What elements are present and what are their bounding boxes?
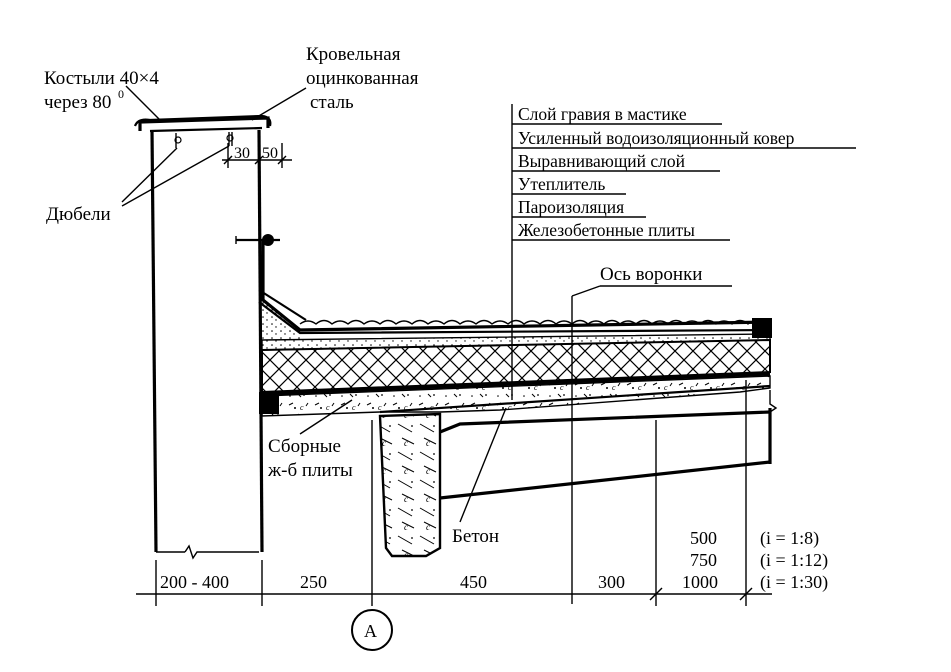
precast-line2: ж-б плиты [267, 460, 353, 481]
funnel-axis-label: Ось воронки [571, 264, 732, 604]
dim-200-400: 200 - 400 [160, 572, 229, 592]
dimension-line: 200 - 400 250 450 300 500 750 1000 (i = … [136, 380, 828, 606]
parapet-wall [150, 129, 264, 560]
roof-steel-line1: Кровельная [306, 44, 401, 65]
dowels-text: Дюбели [46, 204, 111, 225]
dim-50: 50 [262, 145, 278, 162]
crutches-degree: 0 [118, 87, 124, 101]
slope-1-12: (i = 1:12) [760, 550, 828, 571]
crutches-label: Костыли 40×4 через 80 0 [44, 68, 161, 121]
roof-steel-label: Кровельная оцинкованная сталь [251, 44, 419, 121]
gravel-layer [299, 318, 772, 338]
dim-450: 450 [460, 572, 487, 592]
roof-layers [259, 300, 778, 462]
dim-300: 300 [598, 572, 625, 592]
roof-steel-line3: сталь [310, 92, 354, 113]
slope-1-8: (i = 1:8) [760, 528, 819, 549]
precast-label: Сборные ж-б плиты [267, 399, 353, 481]
concrete-label: Бетон [452, 407, 507, 547]
layer-legend: Слой гравия в мастике Усиленный водоизол… [511, 104, 856, 400]
layer-leveling-label: Выравнивающий слой [518, 151, 685, 171]
dim-250: 250 [300, 572, 327, 592]
crutches-label-line1: Костыли 40×4 [44, 68, 159, 89]
axis-marker: А [351, 609, 393, 651]
layer-vapor-barrier-label: Пароизоляция [518, 197, 624, 217]
dim-500: 500 [690, 528, 717, 548]
roof-steel-cap [133, 114, 272, 148]
funnel-axis-text: Ось воронки [600, 264, 702, 285]
crutches-label-line2: через 80 [44, 92, 111, 113]
axis-marker-letter: А [364, 621, 377, 641]
small-dimensions: 30 50 [222, 143, 292, 168]
precast-beam [378, 408, 772, 558]
layer-insulation-label: Утеплитель [518, 174, 605, 194]
layer-rc-slabs-label: Железобетонные плиты [518, 220, 695, 240]
concrete-text: Бетон [452, 526, 499, 547]
layer-waterproofing-label: Усиленный водоизоляционный ковер [518, 128, 795, 148]
slope-1-30: (i = 1:30) [760, 572, 828, 593]
dim-30: 30 [234, 145, 250, 162]
precast-line1: Сборные [268, 436, 341, 457]
dowels-label: Дюбели [46, 145, 230, 225]
layer-gravel-label: Слой гравия в мастике [518, 104, 687, 124]
dim-1000: 1000 [682, 572, 718, 592]
dim-750: 750 [690, 550, 717, 570]
roof-steel-line2: оцинкованная [306, 68, 419, 89]
